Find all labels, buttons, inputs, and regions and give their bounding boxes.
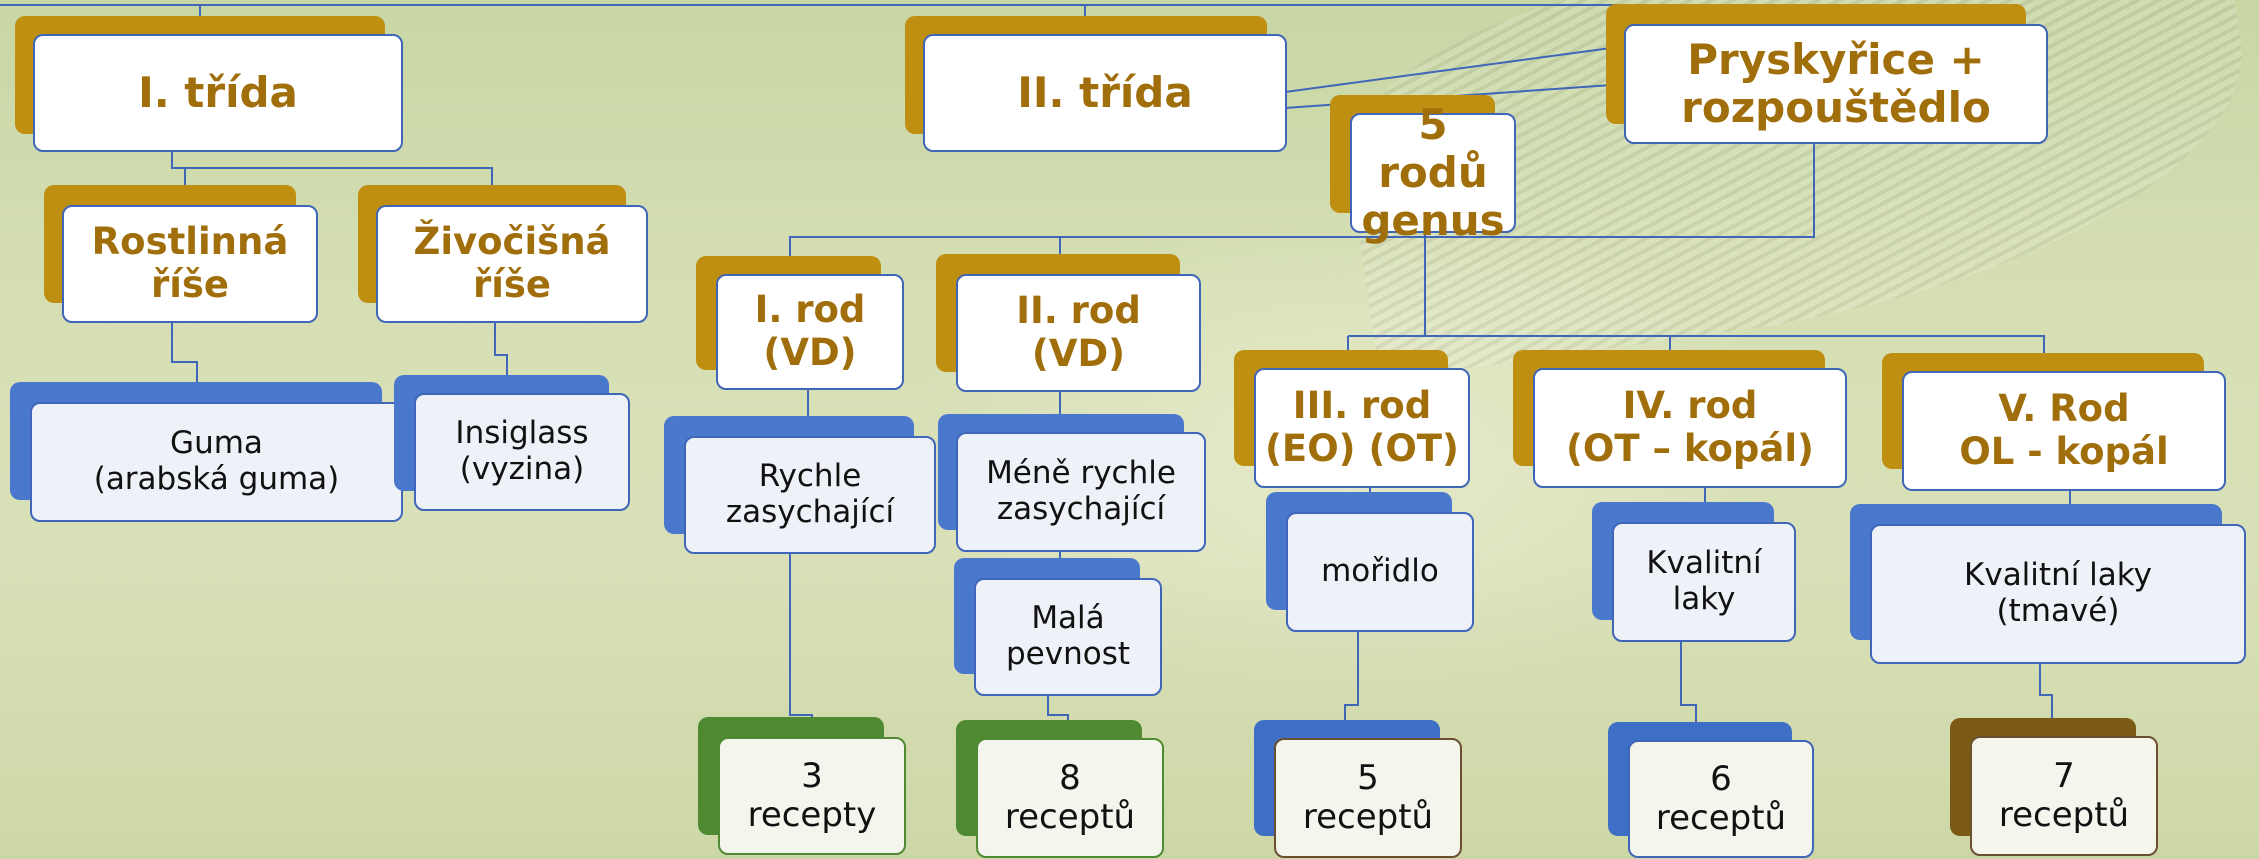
genera-count-label: 5 rodů genus (1350, 100, 1516, 245)
genus-2-description: Méně rychle zasychající (956, 432, 1206, 552)
connector-rod4-recipe (1680, 640, 1697, 737)
genus-1-recipes-node: 3 recepty (698, 717, 906, 857)
animal-kingdom-label: Živočišná říše (376, 205, 648, 323)
connector-rod5-recipe (2039, 662, 2053, 737)
genus-1-label: I. rod (VD) (716, 274, 904, 390)
class-second-label: II. třída (923, 34, 1287, 152)
genus-4-label: IV. rod (OT – kopál) (1533, 368, 1847, 488)
genus-5-node: V. Rod OL - kopál (1882, 353, 2226, 491)
connector-genus-bus (1348, 232, 1426, 337)
genera-count-node: 5 rodů genus (1330, 95, 1516, 245)
plant-kingdom-node: Rostlinná říše (44, 185, 319, 323)
genus-5-description-node: Kvalitní laky (tmavé) (1850, 504, 2246, 664)
genus-2-recipes: 8 receptů (976, 738, 1164, 858)
plant-example-label: Guma (arabská guma) (30, 402, 403, 522)
genus-4-description: Kvalitní laky (1612, 522, 1796, 642)
genus-3-description-node: mořidlo (1266, 492, 1474, 632)
genus-5-description: Kvalitní laky (tmavé) (1870, 524, 2246, 664)
genus-4-description-node: Kvalitní laky (1592, 502, 1796, 642)
connector-rod1-recipe (789, 553, 813, 737)
animal-example-label: Insiglass (vyzina) (414, 393, 630, 511)
genus-1-node: I. rod (VD) (696, 256, 904, 390)
plant-kingdom-label: Rostlinná říše (62, 205, 318, 323)
genus-3-recipes-node: 5 receptů (1254, 720, 1462, 858)
class-resin-label: Pryskyřice + rozpouštědlo (1624, 24, 2048, 144)
plant-example-node: Guma (arabská guma) (10, 382, 403, 522)
animal-example-node: Insiglass (vyzina) (394, 375, 630, 511)
animal-kingdom-node: Živočišná říše (358, 185, 648, 323)
genus-4-node: IV. rod (OT – kopál) (1513, 350, 1847, 488)
genus-2-recipes-node: 8 receptů (956, 720, 1164, 858)
class-first-node: I. třída (15, 16, 405, 154)
genus-4-recipes: 6 receptů (1628, 740, 1814, 858)
genus-3-label: III. rod (EO) (OT) (1254, 368, 1470, 488)
class-second-node: II. třída (905, 16, 1287, 154)
genus-2-label: II. rod (VD) (956, 274, 1201, 392)
genus-5-label: V. Rod OL - kopál (1902, 371, 2226, 491)
class-first-label: I. třída (33, 34, 403, 152)
connector-class2-resin-a (1284, 45, 1627, 93)
genus-4-recipes-node: 6 receptů (1608, 722, 1814, 858)
genus-2-description-node: Méně rychle zasychající (938, 414, 1206, 552)
genus-5-recipes: 7 receptů (1970, 736, 2158, 856)
genus-3-description: mořidlo (1286, 512, 1474, 632)
genus-2-strength: Malá pevnost (974, 578, 1162, 696)
class-resin-node: Pryskyřice + rozpouštědlo (1606, 4, 2048, 144)
genus-3-node: III. rod (EO) (OT) (1234, 350, 1470, 488)
connector-animal-insiglass (494, 322, 508, 375)
genus-2-node: II. rod (VD) (936, 254, 1201, 392)
genus-5-recipes-node: 7 receptů (1950, 718, 2158, 858)
genus-1-description: Rychle zasychající (684, 436, 936, 554)
genus-1-description-node: Rychle zasychající (664, 416, 936, 554)
genus-1-recipes: 3 recepty (718, 737, 906, 855)
genus-2-strength-node: Malá pevnost (954, 558, 1162, 696)
genus-3-recipes: 5 receptů (1274, 738, 1462, 858)
